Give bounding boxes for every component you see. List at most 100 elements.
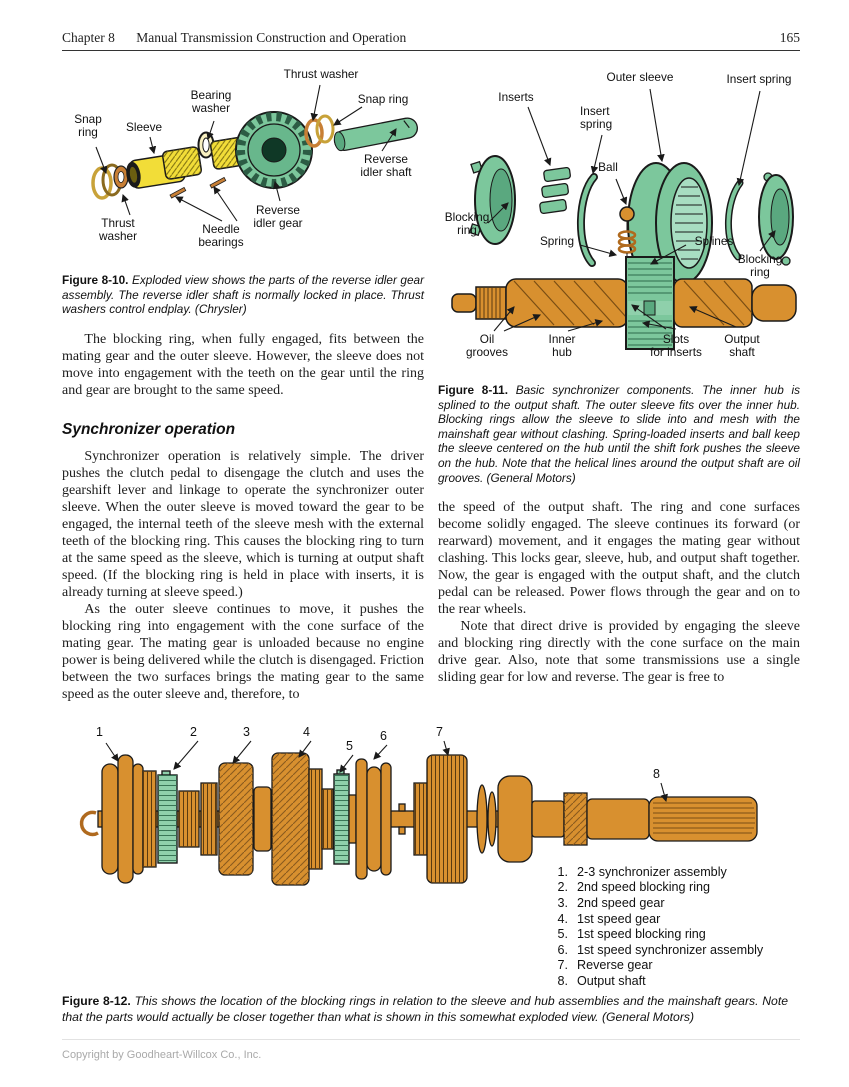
fig12-callout-2: 2 (190, 724, 197, 739)
paragraph-synchronizer-2: As the outer sleeve continues to move, i… (62, 601, 424, 702)
fig12-legend: 1. 2-3 synchronizer assembly 2. 2nd speed … (550, 865, 763, 990)
legend-text: 2-3 synchronizer assembly (577, 864, 727, 879)
fig11-label-oil-grooves: Oil grooves (466, 332, 508, 360)
fig11-label-splines: Splines (694, 234, 734, 248)
paragraph-blocking-ring: The blocking ring, when fully engaged, f… (62, 331, 424, 398)
fig10-label-reverse-idler-gear: Reverse idler gear (253, 203, 303, 231)
right-column: Inserts Outer sleeve Insert spring Inser… (438, 65, 800, 703)
fig10-art-exploded-reverse-idler (91, 84, 418, 222)
legend-num: 8. (557, 973, 568, 988)
legend-num: 6. (557, 942, 568, 957)
fig12-caption-lead: Figure 8-12. (62, 993, 131, 1008)
fig10-label-needle-bearings: Needle bearings (198, 222, 244, 250)
fig11-label-insert-spring-right: Insert spring (726, 72, 792, 86)
page-number: 165 (779, 30, 800, 45)
fig10-label-sleeve: Sleeve (125, 120, 163, 134)
two-column-layout: Snap ring Sleeve Bearing washer Thrust w… (62, 65, 800, 703)
fig12-callout-4: 4 (303, 724, 310, 739)
needle-cage-1-drawing (162, 146, 202, 180)
output-shaft-assembly-drawing (451, 256, 797, 350)
fig10-caption: Figure 8-10. Exploded view shows the par… (62, 273, 424, 317)
fig12-callout-7: 7 (436, 724, 443, 739)
fig12-art-mainshaft-assembly (79, 740, 758, 886)
page-footer: Copyright by Goodheart-Willcox Co., Inc. (62, 1039, 800, 1061)
fig12-leader-arrows (105, 740, 668, 802)
fig11-caption-lead: Figure 8-11. (438, 383, 508, 397)
figure-8-12: 1 2 3 4 5 6 7 8 1. 2-3 synchronizer assem… (62, 719, 788, 990)
ball-and-spring-drawing (617, 206, 637, 259)
legend-item: 2. 2nd speed blocking ring (550, 880, 763, 896)
reverse-idler-shaft-drawing (333, 117, 418, 152)
fig11-label-ball: Ball (598, 160, 618, 174)
left-column: Snap ring Sleeve Bearing washer Thrust w… (62, 65, 424, 703)
paragraph-synchronizer-3: the speed of the output shaft. The ring … (438, 500, 800, 618)
mainshaft-drawing (79, 752, 758, 886)
fig10-label-snap-ring-right: Snap ring (357, 92, 409, 106)
fig10-caption-lead: Figure 8-10. (62, 273, 129, 287)
figure-8-10: Snap ring Sleeve Bearing washer Thrust w… (62, 65, 424, 265)
fig12-callout-8: 8 (653, 766, 660, 781)
legend-text: Output shaft (577, 973, 646, 988)
legend-num: 2. (557, 880, 568, 895)
outer-sleeve-drawing (627, 162, 713, 284)
fig10-label-thrust-washer-top: Thrust washer (283, 67, 359, 81)
fig10-label-thrust-washer-bottom: Thrust washer (98, 216, 138, 244)
fig11-label-slots-for-inserts: Slots for inserts (650, 332, 702, 360)
chapter-title: Manual Transmission Construction and Ope… (136, 30, 407, 45)
fig10-caption-text: Exploded view shows the parts of the rev… (62, 273, 425, 317)
fig11-label-spring: Spring (539, 234, 575, 248)
legend-text: 1st speed blocking ring (577, 927, 706, 942)
legend-num: 4. (557, 911, 568, 926)
fig10-label-reverse-idler-shaft: Reverse idler shaft (360, 152, 412, 180)
running-head: Chapter 8 Manual Transmission Constructi… (62, 30, 406, 46)
fig11-label-blocking-ring-right: Blocking ring (737, 252, 783, 280)
reverse-idler-gear-drawing (235, 111, 313, 189)
fig11-label-inserts: Inserts (498, 90, 534, 104)
legend-item: 5. 1st speed blocking ring (550, 927, 763, 943)
fig11-label-insert-spring-middle: Insert spring (580, 104, 613, 132)
fig11-caption: Figure 8-11. Basic synchronizer componen… (438, 383, 800, 485)
subheading-synchronizer-operation: Synchronizer operation (62, 420, 236, 438)
legend-num: 1. (557, 864, 568, 879)
legend-item: 3. 2nd speed gear (550, 896, 763, 912)
fig11-label-outer-sleeve: Outer sleeve (606, 70, 674, 84)
paragraph-synchronizer-1: Synchronizer operation is relatively sim… (62, 448, 424, 600)
fig11-caption-text: Basic synchronizer components. The inner… (438, 383, 801, 485)
copyright-notice: Copyright by Goodheart-Willcox Co., Inc. (62, 1049, 262, 1061)
fig11-leader-arrows (487, 88, 776, 332)
legend-num: 3. (557, 895, 568, 910)
fig12-caption-text: This shows the location of the blocking … (62, 993, 788, 1024)
fig12-callout-5: 5 (346, 738, 353, 753)
needle-pins-drawing (169, 176, 227, 199)
insert-spring-middle-drawing (577, 173, 598, 267)
fig10-label-bearing-washer: Bearing washer (190, 88, 232, 116)
inserts-drawing (539, 166, 571, 215)
legend-item: 7. Reverse gear (550, 958, 763, 974)
fig11-label-blocking-ring-left: Blocking ring (444, 210, 490, 238)
fig11-art-synchronizer-components (451, 88, 797, 350)
legend-text: Reverse gear (577, 958, 653, 973)
fig11-label-inner-hub: Inner hub (548, 332, 576, 360)
legend-text: 2nd speed blocking ring (577, 880, 711, 895)
fig10-leader-arrows (95, 84, 397, 222)
fig11-label-output-shaft: Output shaft (724, 332, 760, 360)
legend-text: 2nd speed gear (577, 895, 665, 910)
legend-item: 4. 1st speed gear (550, 912, 763, 928)
legend-num: 5. (557, 927, 568, 942)
page-header: Chapter 8 Manual Transmission Constructi… (62, 30, 800, 46)
fig12-callout-6: 6 (380, 728, 387, 743)
snap-ring-left-drawing (91, 163, 129, 200)
legend-text: 1st speed gear (577, 911, 661, 926)
legend-text: 1st speed synchronizer assembly (577, 942, 764, 957)
legend-item: 8. Output shaft (550, 974, 763, 990)
fig12-caption: Figure 8-12. This shows the location of … (62, 993, 788, 1025)
legend-num: 7. (557, 958, 568, 973)
fig12-callout-3: 3 (243, 724, 250, 739)
insert-spring-right-drawing (725, 179, 744, 261)
fig12-callout-1: 1 (96, 724, 103, 739)
header-rule (62, 50, 800, 51)
figure-8-11: Inserts Outer sleeve Insert spring Inser… (438, 65, 800, 375)
chapter-label: Chapter 8 (62, 30, 115, 45)
legend-item: 6. 1st speed synchronizer assembly (550, 943, 763, 959)
